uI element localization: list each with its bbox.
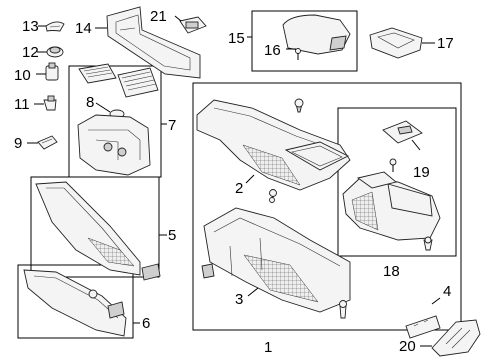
- part-10-receptacle: [45, 62, 59, 81]
- callout-5: 5: [168, 227, 176, 244]
- callout-2: 2: [235, 180, 243, 197]
- part-15-armrest-lid: [282, 14, 351, 55]
- part-2-upper-console: [196, 98, 351, 203]
- callout-3: 3: [235, 291, 243, 308]
- callout-19: 19: [413, 164, 430, 181]
- part-13-clip: [45, 21, 65, 32]
- part-7-mats-and-tray: [77, 63, 159, 176]
- part-19-cover: [382, 120, 423, 172]
- part-5-side-panel: [35, 181, 161, 281]
- callout-6: 6: [142, 315, 150, 332]
- part-21-switch: [179, 16, 207, 34]
- part-3-lower-console: [201, 207, 351, 319]
- lid-kit-frame: [251, 10, 358, 72]
- part-12-cap: [46, 46, 64, 58]
- callout-4: 4: [443, 283, 451, 300]
- callout-17: 17: [437, 35, 454, 52]
- callout-8: 8: [86, 94, 94, 111]
- callout-12: 12: [22, 44, 39, 61]
- lower-trim-frame-6: [17, 264, 134, 339]
- callout-21: 21: [150, 8, 167, 25]
- part-18-storage-bin: [342, 171, 441, 251]
- callout-1: 1: [264, 339, 272, 356]
- callout-16: 16: [264, 42, 281, 59]
- callout-18: 18: [383, 263, 400, 280]
- side-panel-frame-5: [30, 176, 160, 278]
- part-14-top-trim: [106, 6, 201, 79]
- callout-10: 10: [14, 67, 31, 84]
- part-9-connector: [37, 135, 58, 150]
- callout-11: 11: [14, 96, 30, 113]
- callout-7: 7: [168, 117, 176, 134]
- callout-14: 14: [75, 20, 92, 37]
- leader-lines: [27, 15, 441, 347]
- callout-9: 9: [14, 135, 22, 152]
- callout-15: 15: [228, 30, 245, 47]
- part-16-screw: [295, 48, 301, 60]
- callout-13: 13: [22, 18, 39, 35]
- part-6-lower-trim: [23, 269, 127, 337]
- part-17-plate: [369, 27, 423, 59]
- part-4-bracket: [405, 315, 441, 339]
- part-11-bracket: [43, 95, 57, 111]
- callout-20: 20: [399, 338, 416, 355]
- main-assembly-frame: [192, 82, 462, 331]
- storage-bin-frame-18: [337, 107, 457, 257]
- part-20-end-cap: [431, 319, 481, 357]
